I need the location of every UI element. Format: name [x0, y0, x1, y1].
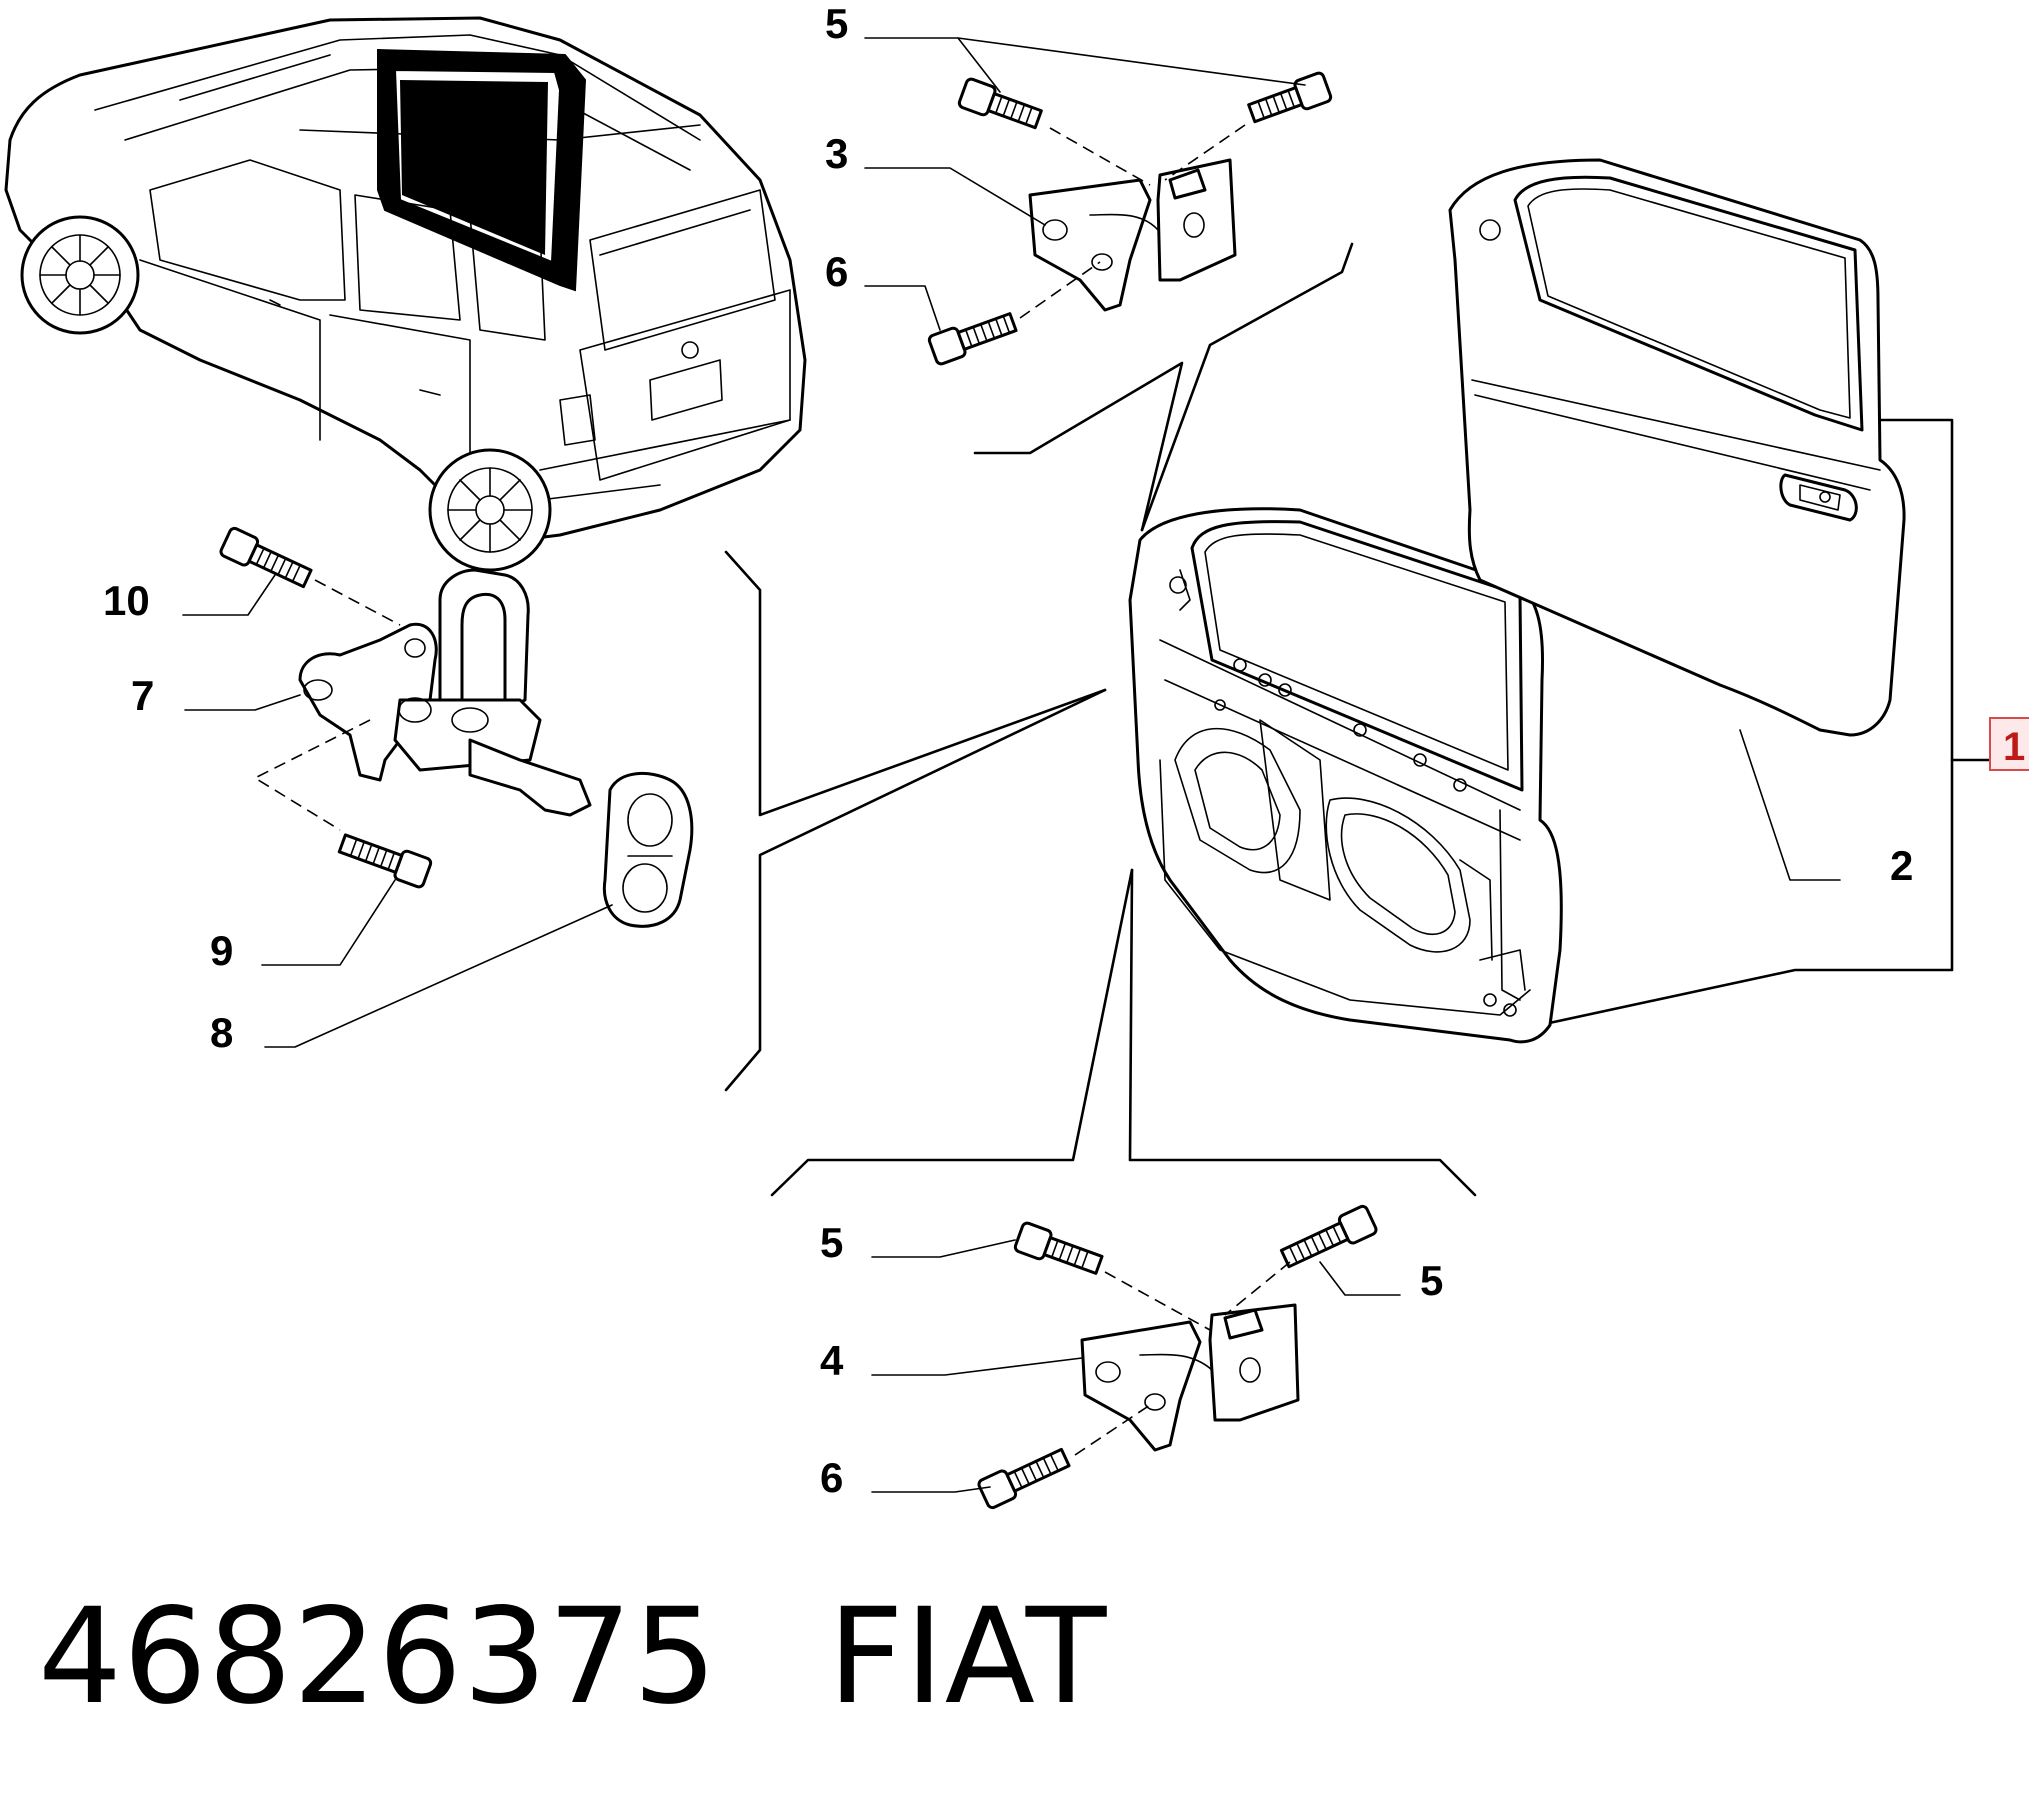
- car-illustration: [4, 16, 807, 572]
- screw: [1279, 1204, 1378, 1269]
- assembly-axes: [253, 124, 1291, 1456]
- callout-9: 9: [210, 927, 233, 974]
- brand-name: FIAT: [827, 1580, 1108, 1734]
- door-shell: [1128, 507, 1563, 1044]
- callout-5-bottom-left: 5: [820, 1219, 843, 1266]
- callout-6-bottom: 6: [820, 1454, 843, 1501]
- assembly-guide-lines: [724, 242, 1992, 1197]
- callout-10: 10: [103, 577, 150, 624]
- callout-5-bottom-right: 5: [1420, 1257, 1443, 1304]
- callout-5-top: 5: [825, 0, 848, 47]
- screw: [1247, 71, 1333, 124]
- door-outer-panel: [1448, 158, 1906, 737]
- callout-labels: 5 3 6 10 7 9 8 2 5 5 4 6 1: [103, 0, 2029, 1501]
- hinge-bracket-upper: [1028, 158, 1237, 312]
- callout-2: 2: [1890, 842, 1913, 889]
- screw: [219, 526, 313, 589]
- screw: [1013, 1221, 1104, 1275]
- hinge-bracket-lower: [1080, 1303, 1300, 1452]
- screw: [957, 77, 1043, 130]
- screw: [927, 312, 1018, 366]
- gasket: [602, 771, 694, 928]
- door-check-link: [298, 568, 592, 817]
- callout-1: 1: [2003, 725, 2025, 769]
- part-number: 46826375: [38, 1580, 718, 1734]
- leader-lines: [182, 37, 1841, 1493]
- screw: [977, 1447, 1071, 1510]
- callout-1-highlight: [1989, 717, 2029, 771]
- callout-4: 4: [820, 1337, 844, 1384]
- callout-7: 7: [131, 672, 154, 719]
- callout-8: 8: [210, 1009, 233, 1056]
- callout-6-top: 6: [825, 248, 848, 295]
- screw: [337, 833, 433, 889]
- callout-3: 3: [825, 130, 848, 177]
- part-caption: 46826375 FIAT: [38, 1580, 1107, 1734]
